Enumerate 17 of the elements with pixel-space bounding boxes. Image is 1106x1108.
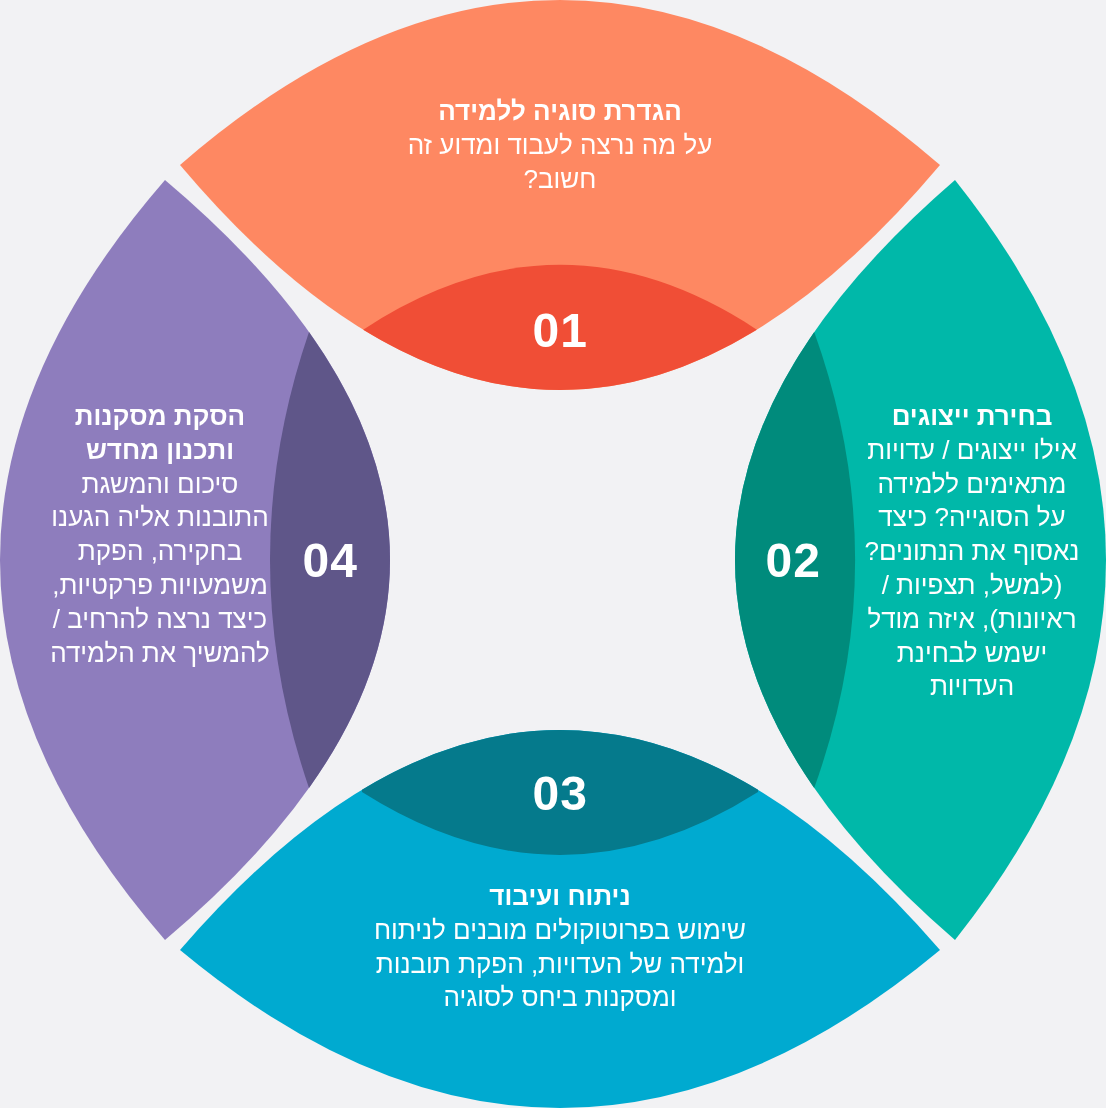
step-number: 01 [532, 302, 588, 358]
number-lens [734, 330, 857, 790]
step-heading: הסקת מסקנות ותכנון מחדש [73, 400, 247, 467]
step-number: 03 [532, 765, 588, 821]
step-heading: ניתוח ועיבוד [488, 880, 632, 913]
step-number: 02 [765, 532, 821, 588]
number-lens [362, 264, 758, 391]
step-number: 04 [302, 532, 358, 588]
step-description: על מה נרצה לעבוד ומדוע זה חשוב? [406, 128, 714, 196]
step-description: שימוש בפרוטוקולים מובנים לניתוח ולמידה של העדויות, הפקת תובנות ומסקנות ביחס לסוגיה [372, 913, 748, 1015]
step-heading: הגדרת סוגיה ללמידה [437, 95, 683, 128]
step-description: אילו ייצוגים / עדויות מתאימים ללמידה על הסוגייה? כיצד נאסוף את הנתונים? (למשל, תצפיות / ראיונות), איזה מודל ישמש לבחינת העדויות [863, 433, 1081, 704]
number-lens [362, 729, 758, 857]
step-description: סיכום והמשגת התובנות אליה הגענו בחקירה, הפקת משמעויות פרקטיות, כיצד נרצה להרחיב / להמשיך את הלמידה [49, 467, 271, 670]
step-heading: בחירת ייצוגים [890, 400, 1054, 433]
number-lens [269, 330, 392, 790]
petal-segment [180, 728, 940, 1108]
